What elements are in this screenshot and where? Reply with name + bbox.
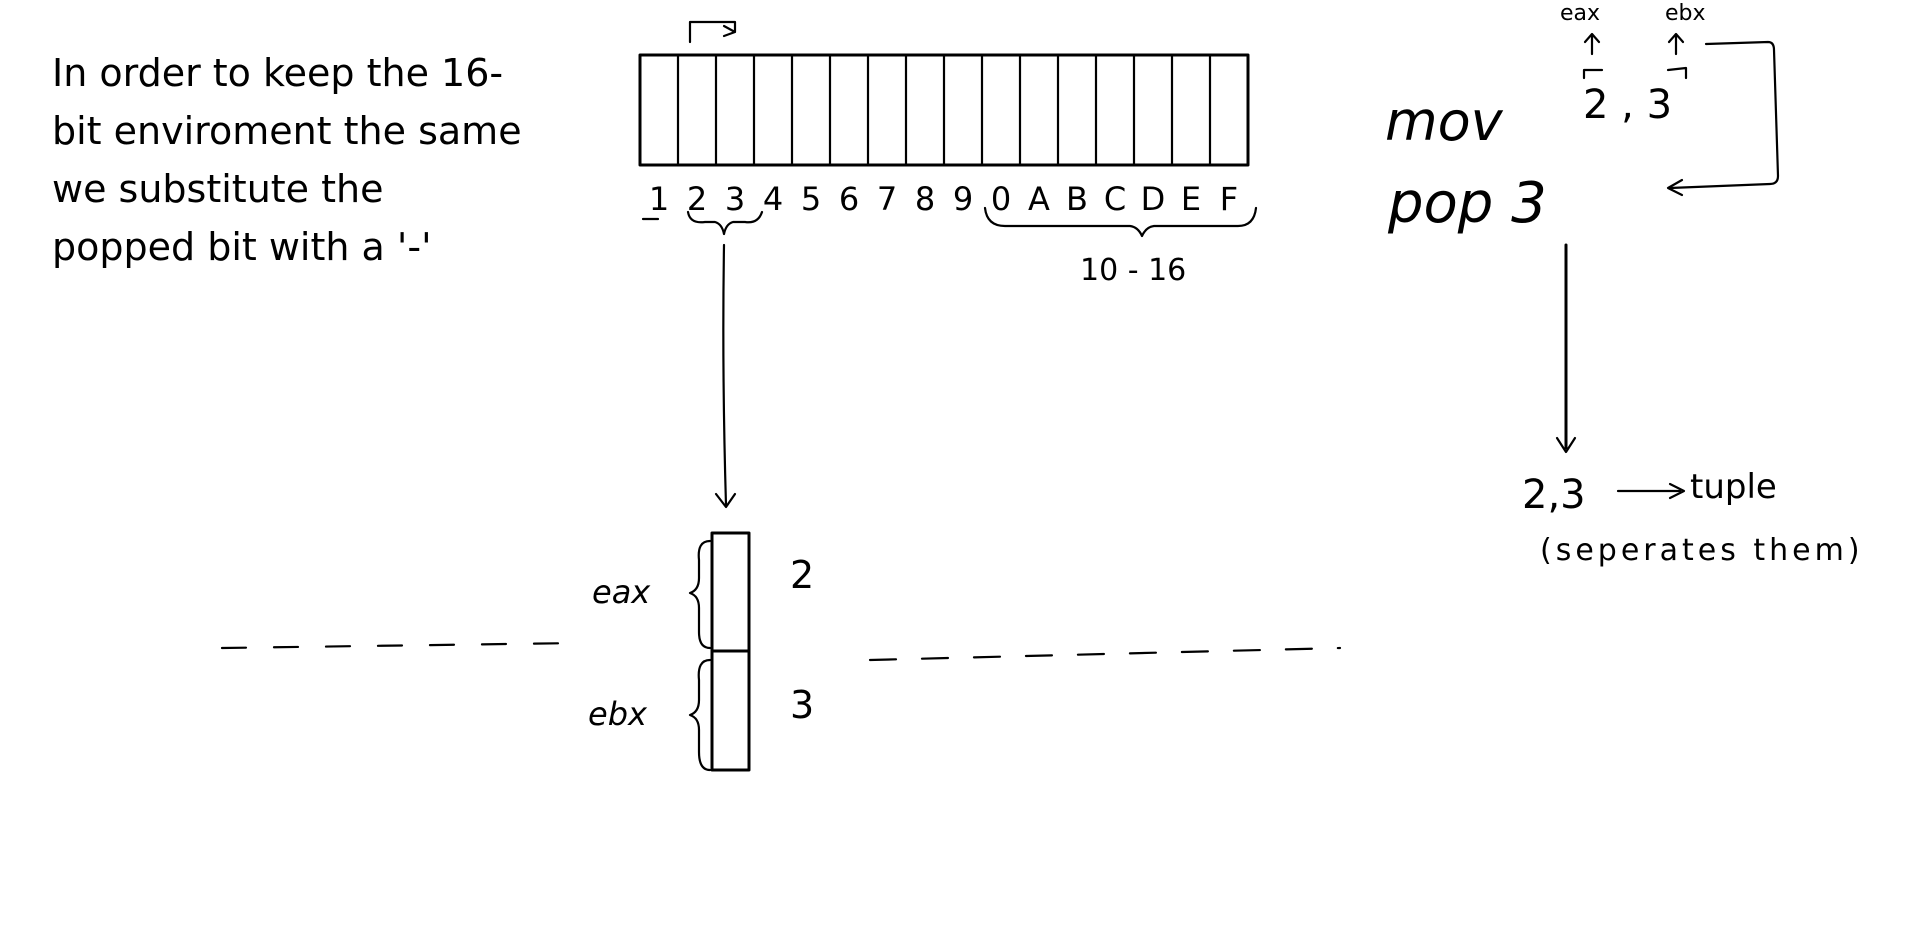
bit-strip-dividers	[676, 53, 1212, 167]
bit-label: 9	[953, 180, 973, 218]
note-line-4: popped bit with a '-'	[52, 225, 432, 269]
mov-keyword: mov	[1385, 90, 1504, 153]
bit-label: D	[1141, 180, 1166, 218]
explanation-note: In order to keep the 16- bit enviroment …	[52, 44, 572, 276]
range-label: 10 - 16	[1080, 253, 1186, 288]
tuple-arrowhead-icon	[1668, 482, 1686, 500]
bit-label: 3	[725, 180, 745, 218]
ebx-brace	[688, 658, 712, 772]
bit-label: E	[1181, 180, 1201, 218]
mov-to-pop-arrowhead-icon	[1666, 178, 1684, 197]
bit-label: B	[1066, 180, 1088, 218]
bit-label: 0	[991, 180, 1011, 218]
eax-brace	[688, 539, 712, 650]
bit-label: F	[1220, 180, 1238, 218]
bits-10-16-brace	[983, 206, 1258, 238]
stack-ebx-label: ebx	[588, 695, 648, 733]
bit-label: 2	[687, 180, 707, 218]
bit-label: 4	[763, 180, 783, 218]
bit-label: 1	[649, 180, 669, 218]
down-arrow-to-stack	[722, 243, 728, 507]
dashed-line-right	[868, 646, 1342, 662]
code-eax-label: eax	[1560, 1, 1600, 26]
eax-up-arrow-icon	[1583, 32, 1601, 56]
code-ebx-label: ebx	[1665, 1, 1706, 26]
ebx-up-arrow-icon	[1667, 32, 1685, 56]
pop-down-arrowhead-icon	[1555, 436, 1577, 454]
mov-args: 2 , 3	[1583, 82, 1672, 128]
mov-to-pop-arrow	[1668, 40, 1780, 190]
bit-label: 8	[915, 180, 935, 218]
eax-bracket	[1582, 68, 1604, 80]
note-line-2: bit enviroment the same	[52, 109, 522, 153]
ebx-bracket	[1666, 66, 1688, 80]
bits-2-3-brace	[686, 210, 764, 236]
dashed-line-left	[220, 641, 582, 650]
stack-ebx-value: 3	[790, 683, 814, 727]
register-stack: eax ebx 2 3	[588, 531, 814, 772]
bit-label: 6	[839, 180, 859, 218]
note-line-3: we substitute the	[52, 167, 384, 211]
note-line-1: In order to keep the 16-	[52, 51, 504, 95]
bit-label: C	[1104, 180, 1126, 218]
stack-eax-label: eax	[592, 573, 651, 611]
bit-label: 7	[877, 180, 897, 218]
tuple-value: 2,3	[1522, 472, 1586, 518]
bit-label: 5	[801, 180, 821, 218]
stack-eax-value: 2	[790, 553, 814, 597]
tuple-word: tuple	[1690, 467, 1777, 507]
tuple-note: (seperates them)	[1540, 533, 1864, 568]
down-arrowhead-icon	[714, 492, 737, 509]
pop-marker-icon	[688, 20, 737, 44]
bit-label: A	[1028, 180, 1050, 218]
pop-instruction: pop 3	[1387, 171, 1547, 236]
